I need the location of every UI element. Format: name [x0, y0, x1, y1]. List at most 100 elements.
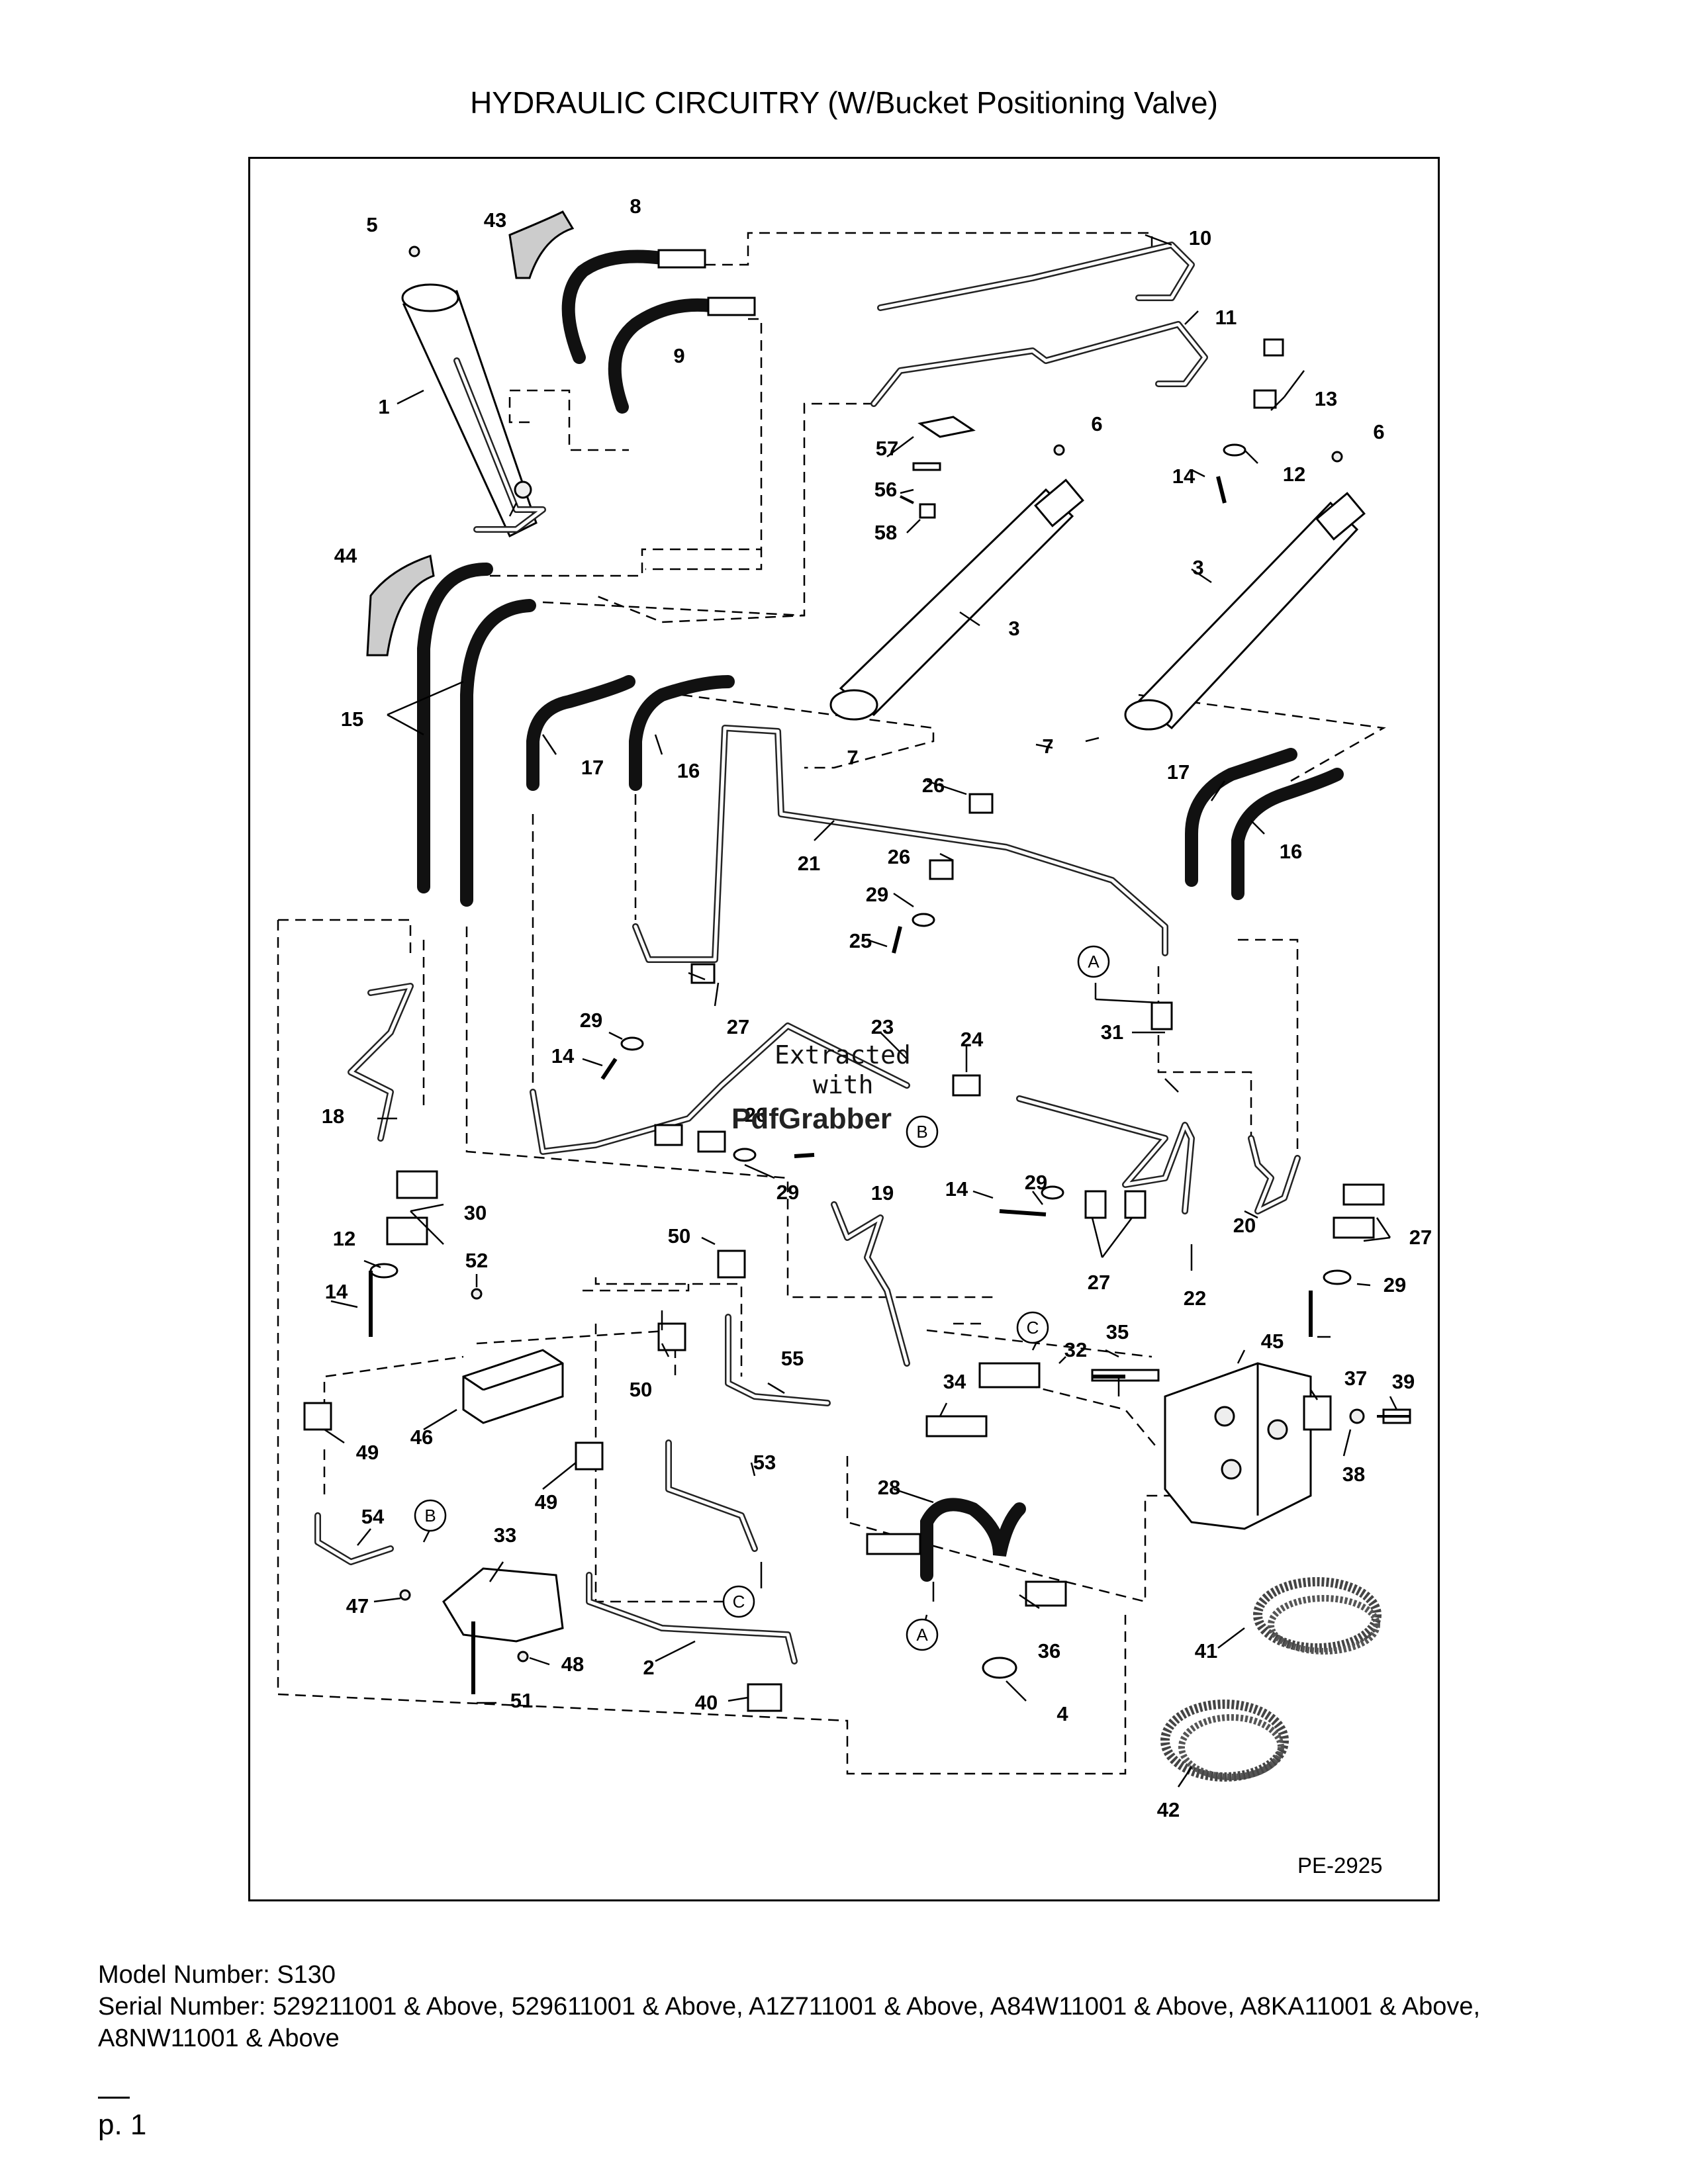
callout-40: 40 — [695, 1691, 718, 1714]
callout-49-left: 49 — [356, 1441, 379, 1464]
callout-17-left: 17 — [581, 756, 604, 779]
part-43-sleeve — [508, 210, 575, 279]
callout-29-far: 29 — [1383, 1273, 1406, 1297]
callout-25: 25 — [849, 929, 872, 952]
page-title: HYDRAULIC CIRCUITRY (W/Bucket Positionin… — [470, 85, 1218, 120]
lift-cylinder-left — [829, 478, 1084, 721]
tube-55 — [725, 1314, 831, 1406]
callout-48: 48 — [561, 1653, 584, 1676]
callout-54: 54 — [361, 1505, 385, 1528]
ref-c-1: C — [1027, 1318, 1039, 1338]
watermark-line-3: PdfGrabber — [731, 1103, 892, 1135]
ref-a-2: A — [916, 1625, 928, 1645]
page-number: p. 1 — [98, 2109, 147, 2141]
hose-28 — [866, 1498, 1026, 1582]
part-42-coil — [1160, 1700, 1289, 1782]
callout-15: 15 — [341, 707, 363, 731]
part-46-valve — [462, 1349, 564, 1424]
callout-26-mid: 26 — [888, 845, 910, 868]
model-number: Model Number: S130 — [98, 1961, 336, 1989]
callout-43: 43 — [484, 208, 506, 232]
tube-21 — [632, 725, 1168, 963]
callout-9: 9 — [673, 344, 684, 367]
footer-divider — [98, 2097, 130, 2099]
tube-54 — [314, 1512, 394, 1565]
callout-21: 21 — [798, 852, 820, 875]
callout-52: 52 — [465, 1249, 488, 1272]
part-33-bracket — [442, 1567, 564, 1643]
callout-8: 8 — [630, 195, 641, 218]
callout-30: 30 — [464, 1201, 487, 1224]
diagram-frame — [248, 157, 1440, 1901]
callout-46: 46 — [410, 1426, 433, 1449]
callout-11: 11 — [1215, 306, 1237, 329]
tube-2 — [586, 1572, 798, 1664]
callout-27-low: 27 — [1088, 1271, 1110, 1294]
callout-14-left: 14 — [325, 1280, 348, 1303]
tube-11 — [870, 321, 1208, 407]
callout-3-left: 3 — [1008, 617, 1019, 640]
callout-14-right: 14 — [945, 1177, 968, 1201]
callout-37: 37 — [1344, 1367, 1367, 1390]
callout-27-right: 27 — [1409, 1226, 1432, 1249]
callout-33: 33 — [494, 1524, 516, 1547]
callout-35: 35 — [1106, 1320, 1129, 1343]
callout-29-right: 29 — [1025, 1171, 1047, 1194]
hose-9 — [608, 296, 756, 414]
callout-14-top: 14 — [1172, 465, 1196, 488]
callout-16-right: 16 — [1280, 840, 1302, 863]
callout-29-top: 29 — [866, 883, 888, 906]
callout-36: 36 — [1038, 1639, 1060, 1662]
callout-19: 19 — [871, 1181, 894, 1205]
ref-c-2: C — [733, 1592, 745, 1612]
callout-29-low: 29 — [776, 1181, 799, 1204]
callout-12-left: 12 — [333, 1227, 355, 1250]
callout-50-mid: 50 — [630, 1378, 652, 1401]
callout-23: 23 — [871, 1015, 894, 1038]
callout-12-top: 12 — [1283, 463, 1305, 486]
tube-18 — [348, 983, 414, 1142]
tube-20 — [1248, 1135, 1301, 1214]
callout-18: 18 — [322, 1105, 344, 1128]
callout-58: 58 — [874, 521, 897, 544]
tube-23 — [530, 1023, 910, 1155]
hose-16-right — [1231, 768, 1344, 900]
callout-45: 45 — [1261, 1330, 1284, 1353]
tube-19 — [831, 1201, 910, 1367]
hose-17-right — [1185, 748, 1297, 887]
callout-55: 55 — [781, 1347, 804, 1370]
callout-6-left: 6 — [1091, 412, 1102, 435]
callout-49-mid: 49 — [535, 1490, 557, 1514]
callout-10: 10 — [1189, 226, 1211, 250]
callout-1: 1 — [378, 395, 389, 418]
callout-6-right: 6 — [1373, 420, 1384, 443]
callout-7-left: 7 — [847, 746, 858, 769]
hose-15-pair — [417, 563, 536, 907]
callout-41: 41 — [1195, 1639, 1217, 1662]
callout-31: 31 — [1101, 1021, 1123, 1044]
part-44-sleeve — [366, 555, 435, 657]
callout-57: 57 — [876, 437, 898, 460]
callout-5: 5 — [366, 213, 377, 236]
callout-7-right: 7 — [1042, 735, 1053, 758]
hose-8 — [561, 249, 706, 364]
callout-51: 51 — [510, 1689, 533, 1712]
callout-32: 32 — [1064, 1338, 1087, 1361]
callout-42: 42 — [1157, 1798, 1180, 1821]
tube-53 — [665, 1439, 758, 1552]
callout-28: 28 — [878, 1476, 900, 1499]
callout-2: 2 — [643, 1656, 654, 1679]
reference-circles: A A B B C C — [414, 945, 1110, 1651]
serial-number: Serial Number: 529211001 & Above, 529611… — [98, 1993, 1481, 2052]
callout-38: 38 — [1342, 1463, 1365, 1486]
callout-29-mid: 29 — [580, 1009, 602, 1032]
watermark-line-1: Extracted — [774, 1040, 911, 1069]
callout-39: 39 — [1392, 1370, 1415, 1393]
ref-a-1: A — [1088, 952, 1100, 972]
hose-16-left — [629, 675, 735, 791]
callout-4: 4 — [1056, 1702, 1068, 1725]
part-41-coil — [1253, 1577, 1382, 1655]
callout-50-top: 50 — [668, 1224, 690, 1248]
callout-27-mid: 27 — [727, 1015, 749, 1038]
